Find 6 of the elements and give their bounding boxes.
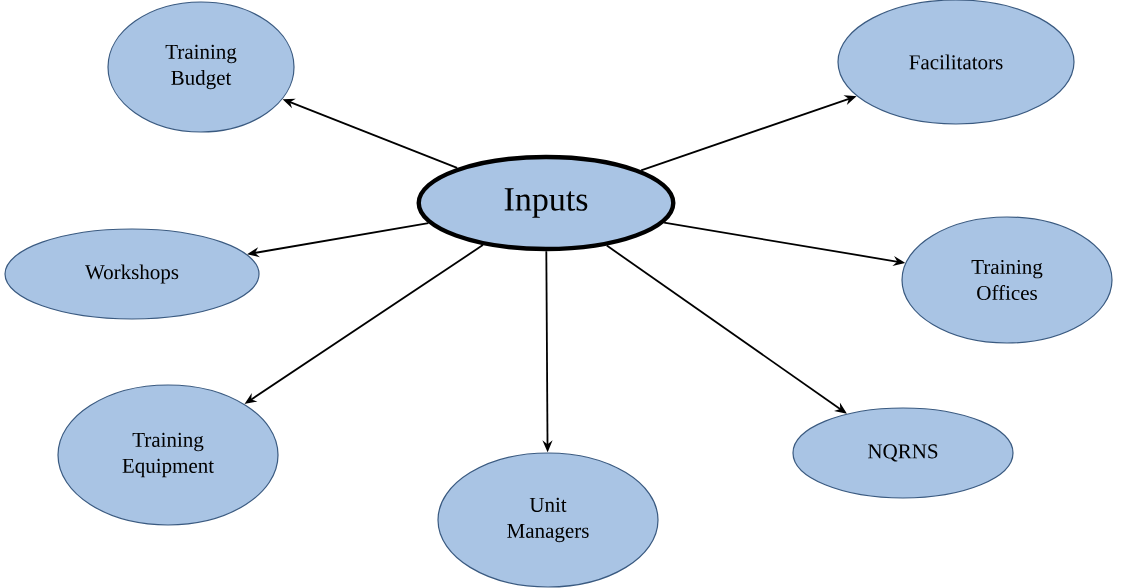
ellipse-node: Unit Managers xyxy=(437,452,659,588)
ellipse-node: Workshops xyxy=(4,228,260,320)
ellipse-node: Training Equipment xyxy=(57,384,279,526)
ellipse-node: NQRNS xyxy=(792,407,1014,499)
ellipse-node: Training Offices xyxy=(901,216,1113,344)
ellipse-node: Training Budget xyxy=(107,1,295,133)
